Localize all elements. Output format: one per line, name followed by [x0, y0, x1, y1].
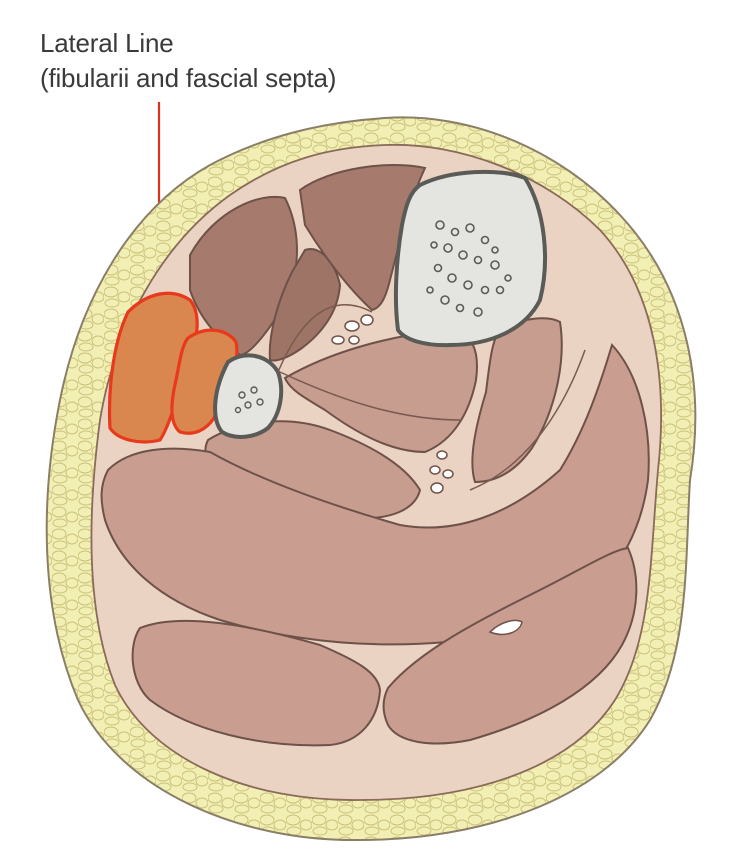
muscle-gastrocnemius-medial [382, 546, 638, 745]
annotation-label: Lateral Line (fibularii and fascial sept… [40, 26, 336, 96]
annotation-subtitle: (fibularii and fascial septa) [40, 63, 337, 93]
muscle-deep-posterior-2 [471, 317, 563, 484]
tibia-marrow [426, 220, 512, 317]
muscle-anterior-3 [298, 163, 427, 312]
anterior-neurovascular-bundle [331, 314, 374, 345]
bone-fibula [213, 353, 284, 439]
bone-tibia [393, 169, 547, 348]
fibula-marrow [234, 386, 264, 414]
muscle-anterior-2 [268, 248, 342, 362]
posterior-neurovascular-bundle [429, 450, 454, 494]
muscle-fibularis-longus [107, 291, 199, 444]
annotation-title: Lateral Line [40, 28, 174, 58]
small-saphenous-vein [488, 619, 523, 636]
fascial-septa [277, 303, 586, 491]
muscle-fibularis-brevis [170, 328, 239, 435]
muscle-soleus [100, 343, 650, 646]
muscle-deep-posterior-1 [283, 328, 478, 454]
muscle-gastrocnemius-lateral [131, 619, 382, 747]
